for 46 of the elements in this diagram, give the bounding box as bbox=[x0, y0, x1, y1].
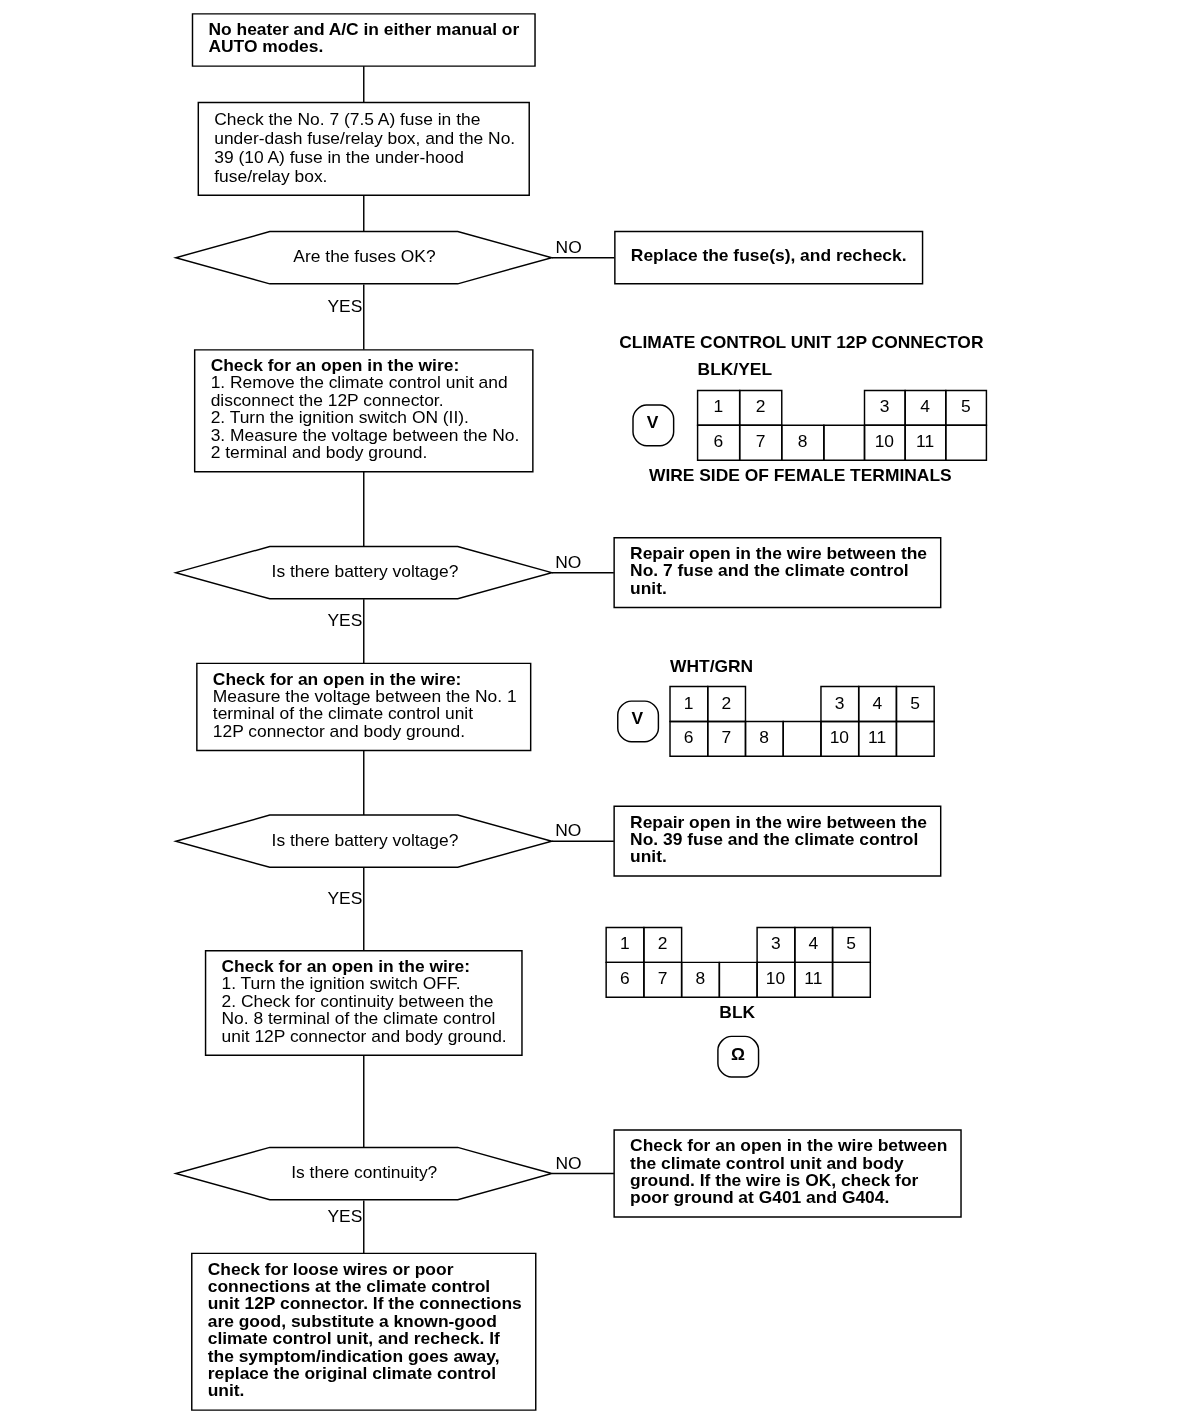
label: 2 bbox=[755, 396, 766, 417]
label: 5 bbox=[846, 933, 857, 954]
label: 2 bbox=[721, 692, 732, 713]
label: 1 bbox=[683, 692, 694, 713]
label: CLIMATE CONTROL UNIT 12P CONNECTOR bbox=[619, 331, 984, 352]
label: 10 bbox=[874, 431, 895, 452]
label: V bbox=[631, 708, 644, 729]
label: 7 bbox=[755, 431, 766, 452]
label: 6 bbox=[713, 431, 724, 452]
label: 7 bbox=[721, 727, 732, 748]
label: WHT/GRN bbox=[670, 655, 754, 676]
label: 11 bbox=[916, 431, 935, 452]
label: BLK bbox=[719, 1002, 756, 1023]
label: 1 bbox=[619, 933, 630, 954]
label: 4 bbox=[920, 396, 931, 417]
label: 4 bbox=[872, 692, 883, 713]
edge-label: YES bbox=[327, 610, 363, 631]
label: 3 bbox=[879, 396, 890, 417]
label: 6 bbox=[619, 968, 630, 989]
edge-label: NO bbox=[555, 1152, 582, 1173]
label: 11 bbox=[804, 968, 823, 989]
label: 5 bbox=[961, 396, 971, 417]
label: 10 bbox=[765, 968, 786, 989]
label: 5 bbox=[910, 692, 920, 713]
edge-label: NO bbox=[555, 551, 582, 572]
label: 8 bbox=[759, 727, 769, 748]
label: V bbox=[646, 412, 659, 433]
label: 7 bbox=[657, 968, 668, 989]
edge-label: NO bbox=[555, 236, 582, 257]
label: 3 bbox=[770, 933, 781, 954]
edge-label: YES bbox=[327, 888, 363, 909]
label: 1 bbox=[713, 396, 724, 417]
label: WIRE SIDE OF FEMALE TERMINALS bbox=[648, 465, 952, 486]
label: 6 bbox=[683, 727, 694, 748]
label: 8 bbox=[695, 968, 706, 989]
label: 3 bbox=[834, 692, 845, 713]
edge-label: NO bbox=[555, 820, 582, 841]
label: 10 bbox=[829, 727, 850, 748]
label: 8 bbox=[797, 431, 808, 452]
label: 2 bbox=[657, 933, 668, 954]
edge-label: YES bbox=[327, 1205, 363, 1226]
label: 4 bbox=[808, 933, 819, 954]
edge-label: YES bbox=[327, 296, 363, 317]
label: BLK/YEL bbox=[697, 359, 773, 380]
label: Ω bbox=[730, 1043, 745, 1064]
label: 11 bbox=[868, 727, 887, 748]
